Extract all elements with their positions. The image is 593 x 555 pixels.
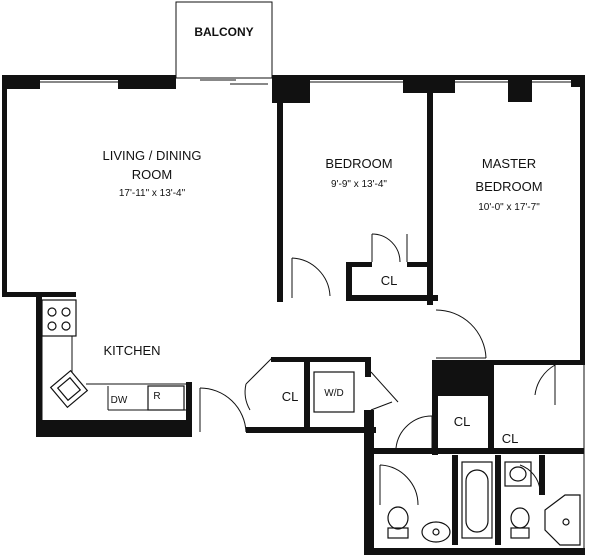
master-bedroom-dimensions: 10'-0" x 17'-7" — [478, 202, 540, 213]
master-bedroom-label-line2: BEDROOM — [475, 179, 542, 194]
washer-dryer-label: W/D — [324, 388, 343, 399]
living-dining-dimensions: 17'-11" x 13'-4" — [119, 188, 186, 199]
master-closet-1-label: CL — [454, 414, 471, 429]
master-bedroom-label: MASTER — [482, 156, 536, 171]
shower-icon — [544, 494, 581, 546]
sink-icon — [504, 461, 532, 487]
living-dining-label-line2: ROOM — [132, 167, 172, 182]
doors — [199, 233, 556, 506]
walls — [2, 75, 585, 555]
bath-fixtures — [387, 461, 581, 546]
bedroom-dimensions: 9'-9" x 13'-4" — [331, 179, 387, 190]
toilet-icon — [510, 507, 530, 539]
hall-closet-label: CL — [282, 389, 299, 404]
bathtub-icon — [461, 461, 493, 539]
living-dining-label: LIVING / DINING — [103, 148, 202, 163]
washer-dryer-box — [313, 371, 355, 413]
kitchen-sink-icon — [49, 369, 89, 409]
sink-icon — [421, 521, 451, 543]
toilet-icon — [387, 506, 409, 539]
balcony — [175, 1, 273, 85]
balcony-label: BALCONY — [194, 25, 253, 39]
bedroom-closet-label: CL — [381, 273, 398, 288]
kitchen-label: KITCHEN — [103, 343, 160, 358]
bedroom-label: BEDROOM — [325, 156, 392, 171]
kitchen-fixtures — [41, 299, 186, 420]
master-closet-2-label: CL — [502, 431, 519, 446]
refrigerator-label: R — [153, 391, 160, 402]
dishwasher-label: DW — [111, 395, 128, 406]
